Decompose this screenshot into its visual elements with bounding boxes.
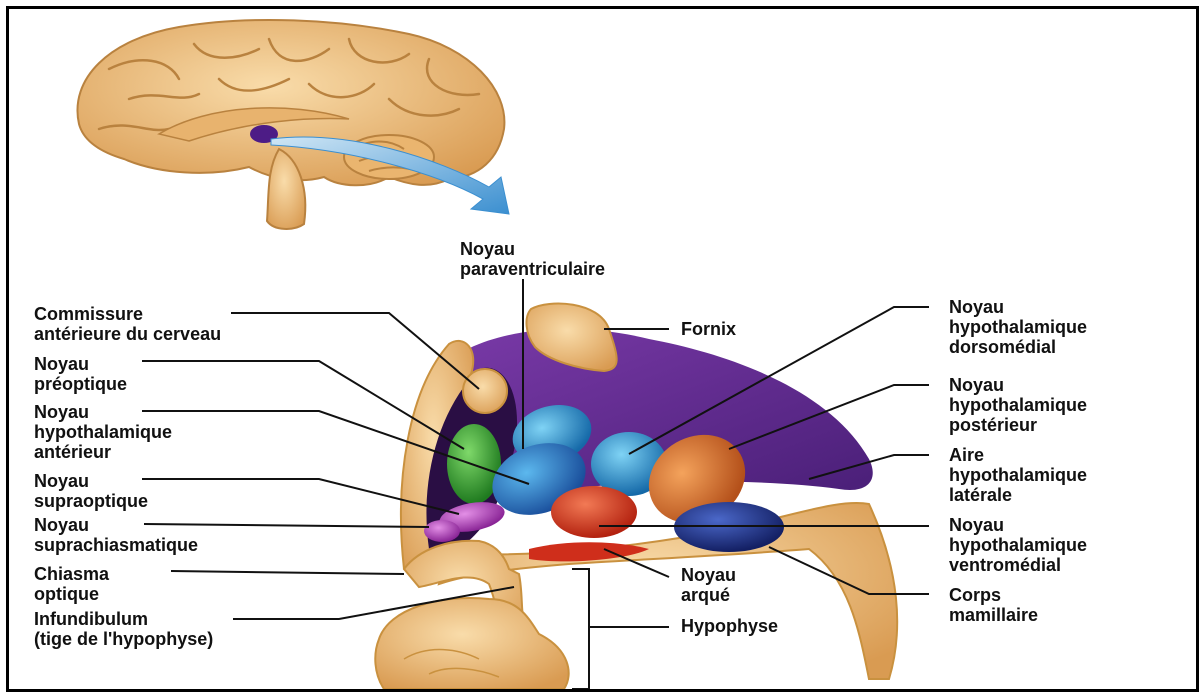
hypothalamus-section	[375, 304, 897, 689]
label-fornix: Fornix	[681, 319, 736, 339]
label-hypophyse: Hypophyse	[681, 616, 778, 636]
label-infundibulum: Infundibulum(tige de l'hypophyse)	[34, 609, 213, 649]
brain-overview	[77, 20, 504, 229]
